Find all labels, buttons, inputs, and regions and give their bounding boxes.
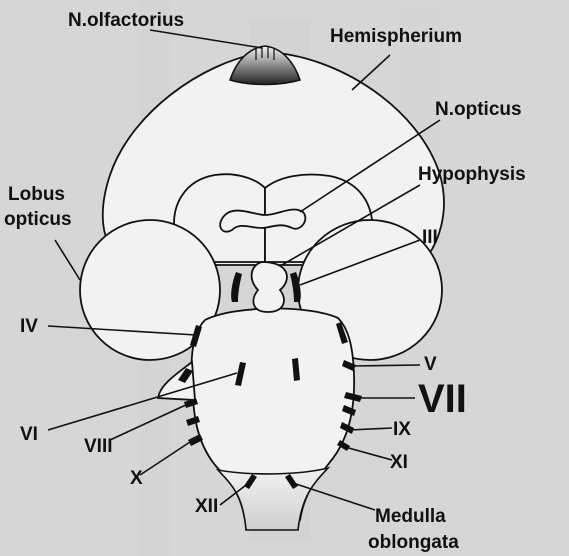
label-nerve-xii: XII [195, 496, 218, 517]
label-n-olfactorius: N.olfactorius [68, 10, 184, 31]
label-medulla-line1: Medulla [375, 506, 446, 527]
label-n-opticus: N.opticus [435, 99, 522, 120]
label-nerve-vii: VII [418, 377, 467, 421]
label-nerve-vi: VI [20, 424, 38, 445]
hypophysis-shape [252, 262, 287, 312]
label-nerve-iii: III [422, 227, 438, 248]
label-lobus-opticus-line1: Lobus [8, 184, 65, 205]
label-hypophysis: Hypophysis [418, 164, 526, 185]
label-lobus-opticus-line2: opticus [4, 209, 72, 230]
label-nerve-viii: VIII [84, 436, 113, 457]
label-nerve-xi: XI [390, 452, 408, 473]
label-medulla-line2: oblongata [368, 532, 459, 553]
label-nerve-v: V [424, 354, 437, 375]
leader-v [352, 365, 420, 366]
label-nerve-x: X [130, 468, 143, 489]
label-nerve-iv: IV [20, 316, 38, 337]
label-hemispherium: Hemispherium [330, 26, 462, 47]
label-nerve-ix: IX [393, 419, 411, 440]
